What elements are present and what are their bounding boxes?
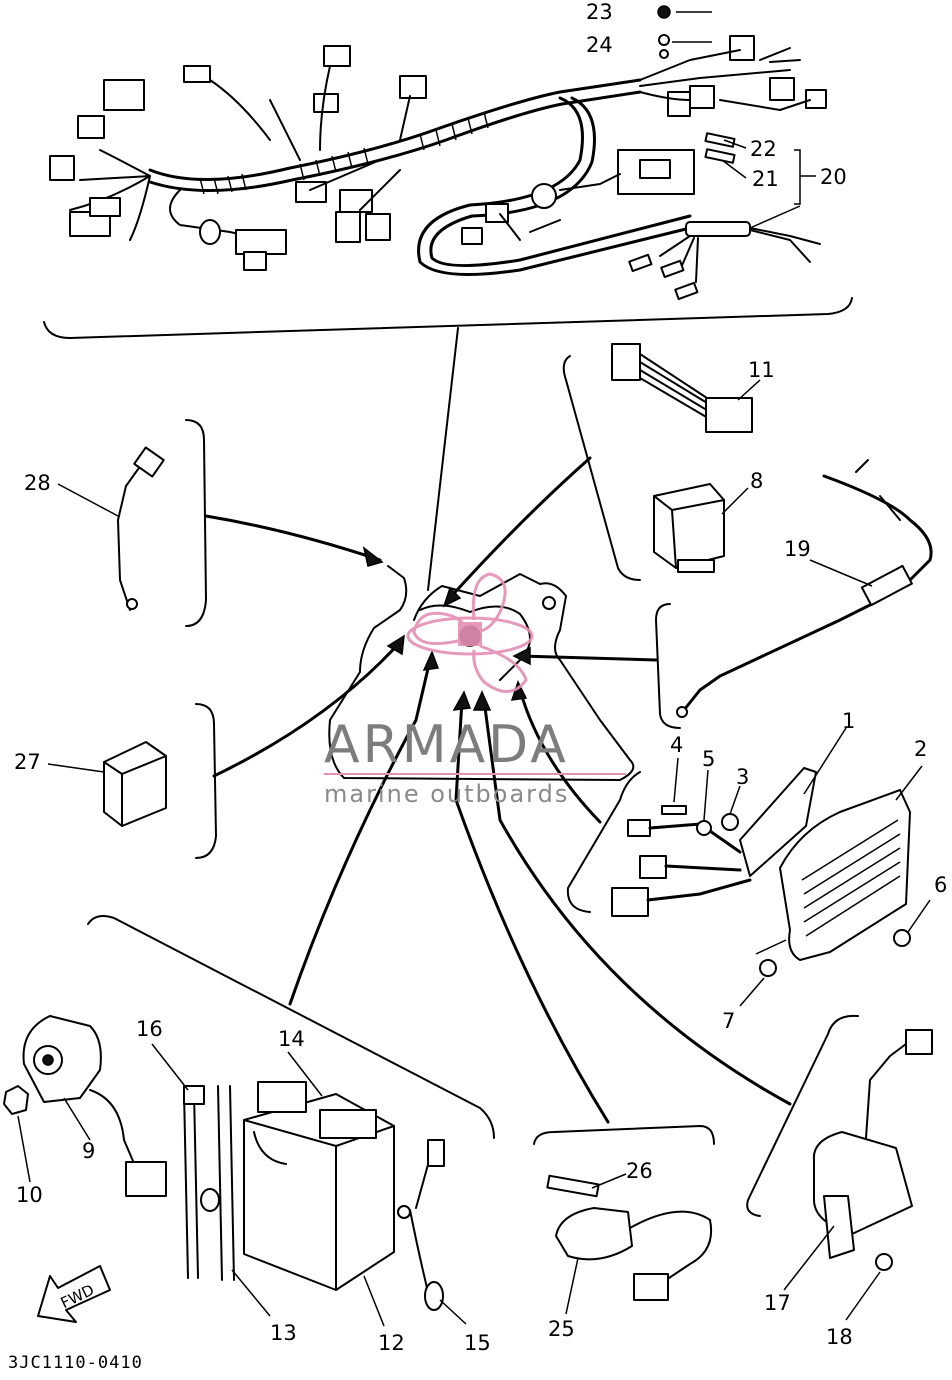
callout-6: 6 [934,873,947,897]
forward-direction-arrow: FWD [37,1265,111,1323]
sub-harness-11 [562,343,761,581]
callout-4: 4 [670,733,683,757]
handlebar-switch-9 [3,1015,167,1197]
callout-18: 18 [826,1325,853,1349]
callout-1: 1 [842,709,855,733]
callout-17: 17 [764,1291,791,1315]
callout-16: 16 [136,1017,163,1041]
callout-27: 27 [14,750,41,774]
flasher-relay-27 [47,703,217,859]
battery-group [87,915,495,1327]
sensor-lead-19 [655,459,933,729]
relay-8 [653,483,749,573]
switch-lead-28 [57,419,207,627]
callout-7: 7 [722,1009,735,1033]
callout-labels: 23 24 22 21 20 11 8 19 28 27 1 2 3 4 5 6… [8,0,947,1373]
starter-unit-17 [746,1014,933,1321]
watermark-brand: ARMADA [324,715,569,775]
brand-watermark: ARMADA marine outboards [324,572,626,808]
callout-2: 2 [914,737,927,761]
callout-26: 26 [626,1159,653,1183]
callout-11: 11 [748,358,775,382]
callout-20: 20 [820,165,847,189]
callout-13: 13 [270,1321,297,1345]
wire-harness [43,5,853,591]
switch-25 [533,1125,715,1315]
callout-15: 15 [464,1331,491,1355]
callout-19: 19 [784,537,811,561]
callout-12: 12 [378,1331,405,1355]
callout-8: 8 [750,469,763,493]
document-code: 3JC1110-0410 [8,1353,143,1373]
callout-21: 21 [752,167,779,191]
callout-22: 22 [750,137,777,161]
rectifier-group [566,727,931,1007]
callout-3: 3 [736,765,749,789]
callout-10: 10 [16,1183,43,1207]
engine-frame-outline [204,456,792,1124]
callout-5: 5 [702,747,715,771]
callout-28: 28 [24,471,51,495]
watermark-tagline: marine outboards [324,780,569,808]
callout-23: 23 [586,0,613,24]
brand-logo-icon [406,572,534,693]
callout-25: 25 [548,1317,575,1341]
callout-24: 24 [586,33,613,57]
callout-9: 9 [82,1139,95,1163]
callout-14: 14 [278,1027,305,1051]
